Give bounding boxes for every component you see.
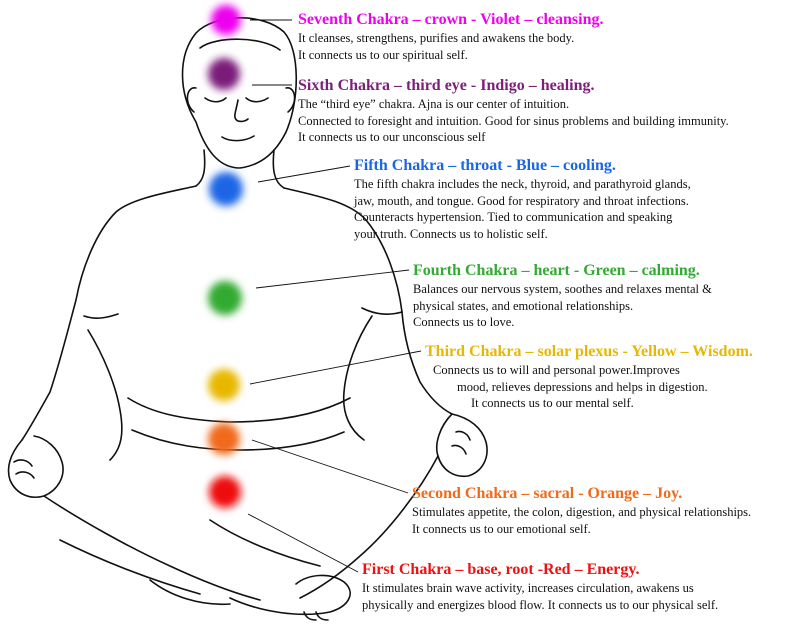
chakra-block-fifth: Fifth Chakra – throat - Blue – cooling. … [354,156,691,242]
chakra-block-first: First Chakra – base, root -Red – Energy.… [362,560,718,613]
fourth-chakra-glow [208,281,242,315]
chakra-description-line: Connects us to love. [413,315,515,329]
chakra-description-line: Connects us to will and personal power.I… [433,363,680,377]
chakra-block-seventh: Seventh Chakra – crown - Violet – cleans… [298,10,603,63]
chakra-description-line: Balances our nervous system, soothes and… [413,282,712,296]
chakra-description-line: physically and energizes blood flow. It … [362,597,719,612]
chakra-description-line: physical states, and emotional relations… [413,298,634,313]
first-chakra-glow [209,476,241,508]
chakra-description-line: The fifth chakra includes the neck, thyr… [354,177,691,191]
chakra-block-fourth: Fourth Chakra – heart - Green – calming.… [413,261,712,331]
chakra-description-line: It cleanses, strengthens, purifies and a… [298,31,575,45]
second-chakra-pointer [251,439,409,494]
chakra-description-line: It stimulates brain wave activity, incre… [362,581,694,595]
third-chakra-glow [208,369,240,401]
chakra-description-line: mood, relieves depressions and helps in … [457,379,708,394]
chakra-title: First Chakra – base, root -Red – Energy. [362,561,640,578]
chakra-description-line: It connects us to our spiritual self. [298,47,468,62]
pointer-lines [247,19,422,573]
seventh-chakra-glow [211,5,241,35]
sixth-chakra-glow [208,58,240,90]
chakra-title: Second Chakra – sacral - Orange – Joy. [412,485,683,502]
fifth-chakra-glow [209,172,243,206]
chakra-block-sixth: Sixth Chakra – third eye - Indigo – heal… [298,76,729,146]
first-chakra-pointer [247,513,359,573]
chakra-title: Seventh Chakra – crown - Violet – cleans… [298,11,604,28]
chakra-description-line: It connects us to our mental self. [471,396,634,410]
fifth-chakra-pointer [257,165,351,183]
chakra-title: Fifth Chakra – throat - Blue – cooling. [354,157,616,174]
chakra-description-line: Counteracts hypertension. Tied to commun… [354,210,673,224]
chakra-title: Fourth Chakra – heart - Green – calming. [413,262,700,279]
chakra-title: Sixth Chakra – third eye - Indigo – heal… [298,77,595,94]
chakra-title: Third Chakra – solar plexus - Yellow – W… [425,343,753,360]
chakra-description-line: your truth. Connects us to holistic self… [354,226,548,241]
chakra-block-second: Second Chakra – sacral - Orange – Joy. S… [412,484,751,537]
chakra-block-third: Third Chakra – solar plexus - Yellow – W… [425,342,753,412]
fourth-chakra-pointer [255,269,410,289]
chakra-description-line: The “third eye” chakra. Ajna is our cent… [298,97,570,111]
chakra-description-line: It connects us to our unconscious self [298,130,486,144]
chakra-description-line: It connects us to our emotional self. [412,521,591,536]
third-chakra-pointer [249,350,422,385]
chakra-glows [208,5,243,508]
chakra-description-line: Connected to foresight and intuition. Go… [298,113,729,128]
chakra-description-line: Stimulates appetite, the colon, digestio… [412,505,752,519]
second-chakra-glow [208,423,240,455]
figure-outline [7,17,488,621]
chakra-description-line: jaw, mouth, and tongue. Good for respira… [354,193,689,208]
